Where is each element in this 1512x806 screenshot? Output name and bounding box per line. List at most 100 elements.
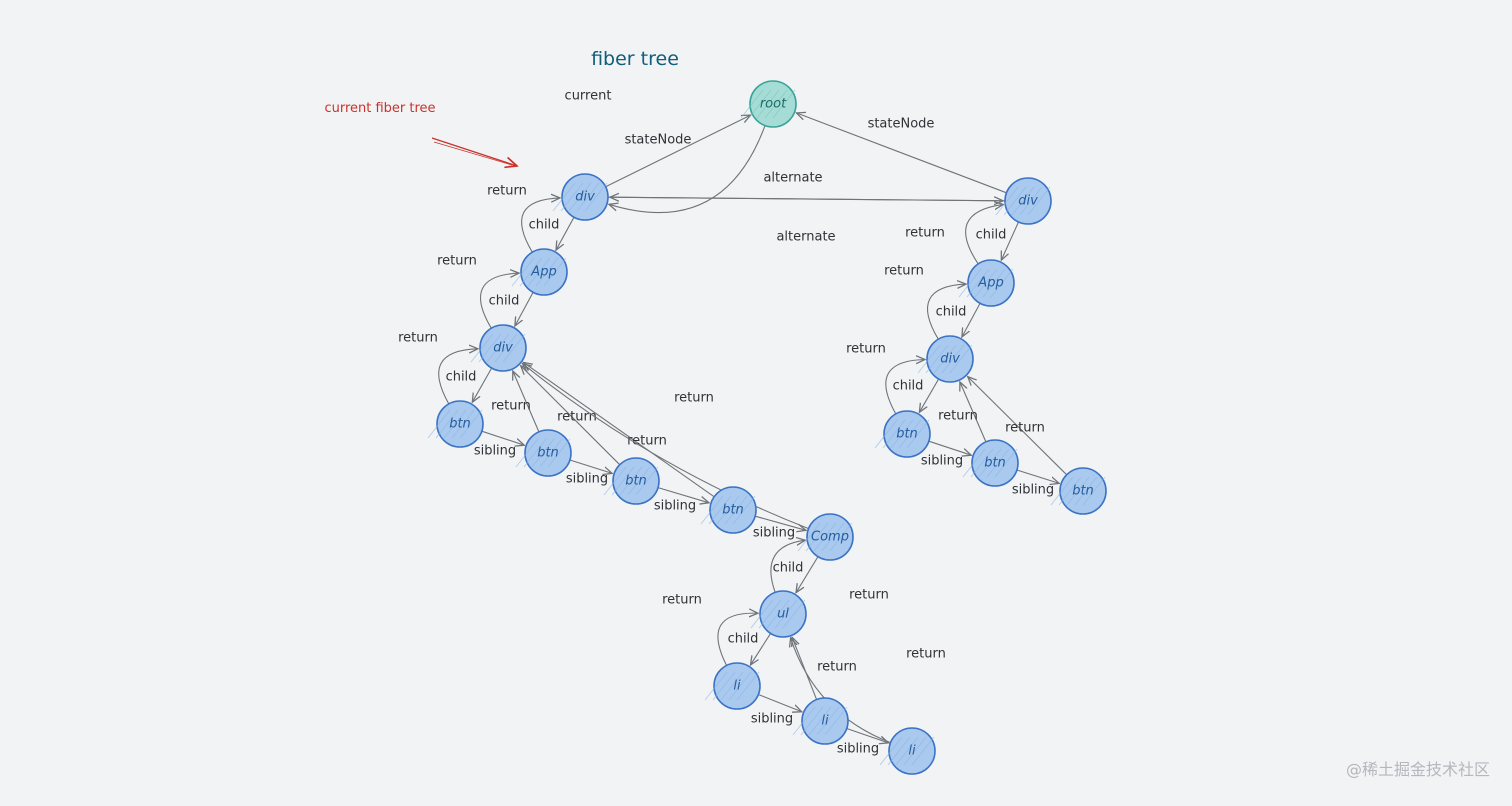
edge-label-child: child	[489, 294, 520, 309]
node-hatch	[740, 89, 764, 119]
edge-return-btn1_r-div2_r: return	[846, 342, 925, 415]
edge-line	[960, 382, 987, 443]
edge-label-return: return	[437, 254, 477, 269]
edge-sibling-btn3_l-btn4_l: sibling	[654, 487, 709, 514]
node-hatch	[502, 333, 526, 363]
edge-line	[523, 362, 715, 498]
node-hatch	[805, 522, 829, 552]
edge-line	[657, 487, 709, 503]
edge-line	[523, 364, 809, 530]
node-hatch	[800, 706, 824, 736]
node-hatch	[716, 495, 740, 525]
node-app_r: App	[958, 259, 1015, 307]
edge-line	[556, 216, 575, 250]
edge-child-div_l-app_l: child	[529, 216, 575, 250]
edge-return-ul-comp: return	[770, 540, 889, 603]
edge-label-return: return	[627, 434, 667, 449]
node-hatch	[890, 419, 914, 449]
edge-line	[481, 430, 525, 445]
node-hatch	[982, 268, 1006, 298]
node-hatch	[917, 344, 941, 374]
edge-line	[965, 204, 1004, 265]
node-label: li	[908, 744, 916, 759]
node-hatch	[874, 419, 898, 449]
node-hatch	[816, 706, 840, 736]
node-label: ul	[777, 607, 789, 622]
node-hatch	[756, 89, 780, 119]
node-hatch	[515, 438, 539, 468]
node-hatch	[813, 522, 837, 552]
node-hatch	[539, 438, 563, 468]
node-hatch	[774, 599, 798, 629]
node-root: root	[740, 80, 797, 128]
edge-line	[717, 613, 758, 666]
node-hatch	[635, 466, 659, 496]
node-hatch	[1066, 476, 1090, 506]
edge-return-btn3_l-div2_l: return	[521, 366, 621, 466]
node-label: App	[530, 265, 556, 280]
edge-return-app_r-div_r: return	[905, 204, 1004, 265]
edge-stateNode-div_l-root: stateNode	[605, 115, 751, 188]
node-hatch	[1011, 186, 1035, 216]
node-div_r: div	[995, 177, 1052, 225]
annotation-arrow-stroke	[433, 141, 513, 166]
node-hatch	[772, 89, 796, 119]
node-div_l: div	[552, 173, 609, 221]
edge-return-btn2_r-div2_r: return	[938, 382, 987, 443]
edge-label-sibling: sibling	[474, 444, 516, 459]
node-ul: ul	[750, 590, 807, 638]
node-hatch	[1027, 186, 1051, 216]
node-hatch	[824, 706, 848, 736]
node-label: li	[733, 679, 741, 694]
edge-line	[928, 440, 972, 455]
node-hatch	[978, 448, 1002, 478]
edge-label-return: return	[662, 593, 702, 608]
edge-child-div2_l-btn1_l: child	[446, 367, 493, 402]
node-hatch	[584, 182, 608, 212]
edge-label-sibling: sibling	[837, 742, 879, 757]
node-hatch	[732, 495, 756, 525]
node-hatch	[1050, 476, 1074, 506]
nodes-layer: rootdivAppdivbtnbtnbtnbtnCompullililidiv…	[427, 80, 1107, 775]
edge-line	[758, 693, 801, 712]
node-hatch	[435, 409, 459, 439]
edge-sibling-btn1_r-btn2_r: sibling	[921, 440, 972, 469]
node-hatch	[821, 522, 845, 552]
edge-line	[755, 515, 806, 530]
node-label: div	[575, 190, 595, 205]
node-hatch	[494, 333, 518, 363]
edge-return-btn4_l-div2_l: return	[523, 362, 715, 498]
edge-line	[479, 273, 519, 329]
edge-label-return: return	[884, 264, 924, 279]
node-hatch	[903, 736, 927, 766]
edge-line	[926, 284, 966, 340]
edge-line	[751, 633, 772, 665]
edge-current-root-div_l: current	[565, 89, 766, 213]
edge-line	[1001, 221, 1020, 260]
node-btn1_l: btn	[427, 400, 484, 448]
node-hatch	[427, 409, 451, 439]
edge-child-div_r-app_r: child	[976, 221, 1020, 260]
node-hatch	[958, 268, 982, 298]
edge-return-btn3_r-div2_r: return	[968, 377, 1068, 476]
edge-return-li1-ul: return	[662, 593, 758, 666]
edge-alternate-div_r-div_l: alternate	[610, 197, 1006, 245]
edge-line	[515, 291, 534, 326]
edge-line	[521, 366, 621, 466]
edge-label-sibling: sibling	[1012, 483, 1054, 498]
edge-return-div2_r-app_r: return	[884, 264, 966, 340]
node-btn3_r: btn	[1050, 467, 1107, 515]
node-hatch	[970, 448, 994, 478]
node-hatch	[949, 344, 973, 374]
node-hatch	[895, 736, 919, 766]
node-hatch	[611, 466, 635, 496]
node-hatch	[829, 522, 853, 552]
node-label: Comp	[811, 530, 849, 545]
node-hatch	[704, 671, 728, 701]
node-hatch	[627, 466, 651, 496]
node-hatch	[986, 448, 1010, 478]
edge-label-child: child	[893, 379, 924, 394]
node-label: div	[1018, 194, 1038, 209]
node-hatch	[511, 257, 535, 287]
node-label: btn	[449, 417, 471, 432]
